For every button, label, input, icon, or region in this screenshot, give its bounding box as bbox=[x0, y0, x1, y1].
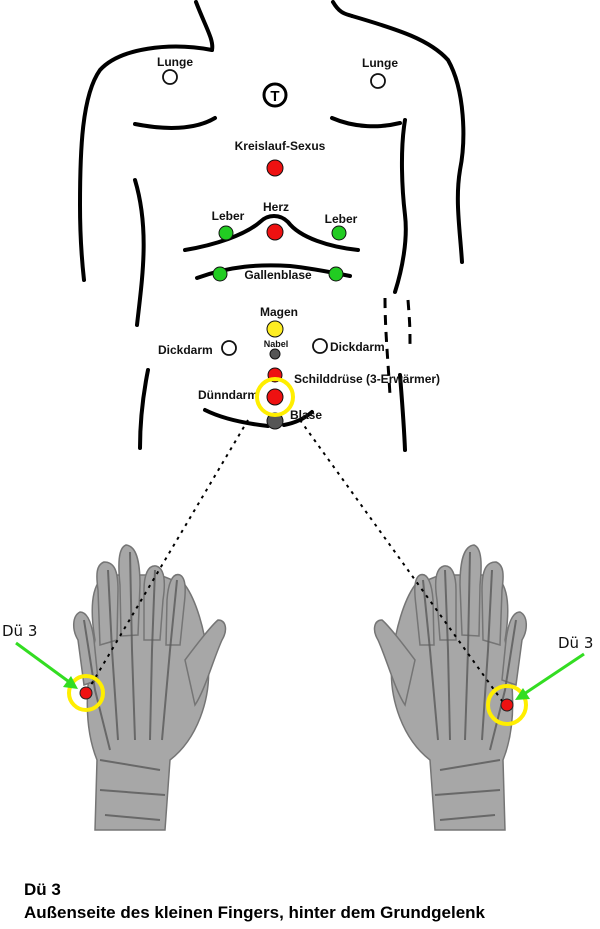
inner-arm-left bbox=[133, 178, 146, 327]
point-duenndarm: Dünndarm bbox=[198, 388, 284, 406]
point-nabel: Nabel bbox=[264, 339, 289, 360]
left-dü3: Dü 3 bbox=[2, 622, 105, 712]
duenndarm-highlight-ring bbox=[255, 377, 295, 417]
point-duenndarm-label: Dünndarm bbox=[198, 388, 258, 402]
point-dickdarm-left-label: Dickdarm bbox=[158, 343, 213, 357]
point-blase-label: Blase bbox=[290, 408, 322, 422]
inner-arm-right bbox=[393, 118, 408, 294]
point-nabel-dot bbox=[269, 348, 281, 360]
point-dickdarm-right-dot bbox=[312, 338, 328, 354]
point-leber-right-label: Leber bbox=[325, 212, 358, 226]
right-finger-1 bbox=[481, 561, 504, 646]
point-magen-label: Magen bbox=[260, 305, 298, 319]
point-leber-right-dot bbox=[331, 225, 347, 241]
right-finger-2 bbox=[459, 544, 482, 637]
left-dü3-highlight-ring bbox=[67, 674, 105, 712]
point-lunge-left-label: Lunge bbox=[157, 55, 193, 69]
point-gallenblase-right-label: Gallenblase bbox=[244, 268, 312, 282]
point-magen: Magen bbox=[260, 305, 298, 338]
point-lunge-left-dot bbox=[162, 69, 178, 85]
belly-curve-right bbox=[282, 410, 314, 427]
left-finger-4 bbox=[165, 573, 186, 646]
point-gallenblase-right: Gallenblase bbox=[244, 266, 344, 282]
right-thumb bbox=[373, 619, 416, 707]
point-duenndarm-dot bbox=[266, 388, 284, 406]
chest-left bbox=[133, 116, 217, 130]
point-dickdarm-right-label: Dickdarm bbox=[330, 340, 385, 354]
shoulder-right bbox=[350, 14, 466, 264]
left-dü3-point bbox=[79, 686, 93, 700]
right-dü3-label: Dü 3 bbox=[558, 634, 593, 652]
neck-left bbox=[194, 0, 215, 52]
point-gallenblase-right-dot bbox=[328, 266, 344, 282]
left-finger-2 bbox=[118, 544, 141, 637]
point-herz-label: Herz bbox=[263, 200, 289, 214]
point-blase: Blase bbox=[266, 408, 322, 430]
left-dü3-label: Dü 3 bbox=[2, 622, 37, 640]
right-dü3-arrow-shaft bbox=[520, 652, 585, 698]
point-gallenblase-left bbox=[212, 266, 228, 282]
point-kreislauf-sexus: Kreislauf-Sexus bbox=[235, 139, 326, 177]
center-symbol: T bbox=[262, 82, 288, 108]
hip-left bbox=[138, 368, 150, 450]
left-dü3-arrow-head bbox=[63, 676, 78, 689]
connector-lines bbox=[87, 419, 506, 706]
right-dü3-arrow-head bbox=[515, 688, 530, 700]
right-dü3-point bbox=[500, 698, 514, 712]
caption-text: Außenseite des kleinen Fingers, hinter d… bbox=[24, 903, 485, 922]
point-lunge-right: Lunge bbox=[362, 56, 398, 89]
point-herz-dot bbox=[266, 223, 284, 241]
point-kreislauf-sexus-dot bbox=[266, 159, 284, 177]
torso-dashes bbox=[383, 297, 412, 396]
right-finger-4 bbox=[414, 573, 435, 646]
point-lunge-left: Lunge bbox=[157, 55, 193, 85]
point-schilddruese: Schilddrüse (3-Erwärmer) bbox=[267, 367, 440, 386]
neck-right bbox=[331, 0, 354, 18]
hip-right bbox=[398, 373, 407, 452]
point-lunge-right-dot bbox=[370, 73, 386, 89]
left-finger-1 bbox=[96, 561, 119, 646]
point-dickdarm-left: Dickdarm bbox=[158, 340, 237, 357]
belly-curve bbox=[203, 408, 270, 428]
center-symbol-letter: T bbox=[270, 88, 279, 105]
caption-title: Dü 3 bbox=[24, 880, 61, 899]
point-leber-left-dot bbox=[218, 225, 234, 241]
point-leber-left-label: Leber bbox=[212, 209, 245, 223]
torso-outline bbox=[78, 0, 466, 452]
left-thumb bbox=[184, 619, 227, 707]
point-schilddruese-label: Schilddrüse (3-Erwärmer) bbox=[294, 372, 440, 386]
point-dickdarm-left-dot bbox=[221, 340, 237, 356]
point-herz: Herz bbox=[263, 200, 289, 241]
right-hand bbox=[373, 544, 527, 831]
left-hand bbox=[73, 544, 227, 831]
left-dü3-arrow-shaft bbox=[15, 641, 73, 686]
right-dü3: Dü 3 bbox=[486, 634, 593, 726]
rib-arch bbox=[183, 214, 360, 252]
point-dickdarm-right: Dickdarm bbox=[312, 338, 385, 354]
right-dü3-highlight-ring bbox=[486, 684, 528, 726]
point-leber-left: Leber bbox=[212, 209, 245, 241]
chest-right bbox=[330, 116, 402, 129]
point-kreislauf-sexus-label: Kreislauf-Sexus bbox=[235, 139, 326, 153]
point-leber-right: Leber bbox=[325, 212, 358, 241]
point-magen-dot bbox=[266, 320, 284, 338]
point-gallenblase-left-dot bbox=[212, 266, 228, 282]
point-lunge-right-label: Lunge bbox=[362, 56, 398, 70]
point-nabel-label: Nabel bbox=[264, 339, 289, 349]
shoulder-left bbox=[78, 44, 214, 282]
connector-right bbox=[299, 419, 506, 706]
